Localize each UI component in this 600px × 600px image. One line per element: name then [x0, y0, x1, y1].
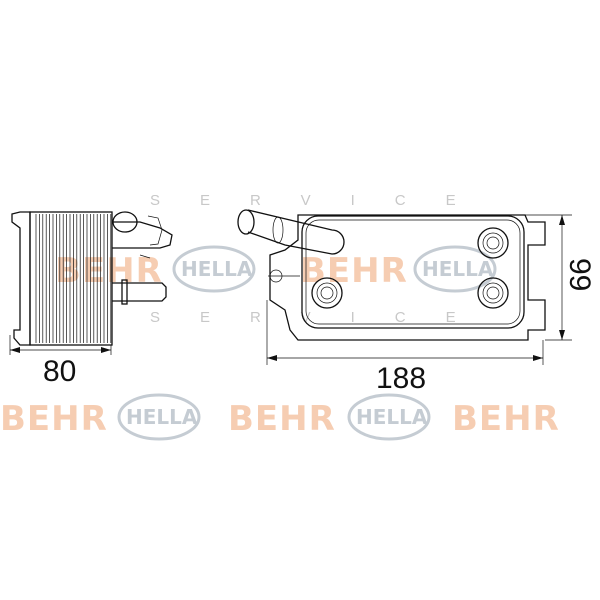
watermark: SERVICE SERVICE BEHR HELLA BEHR HELLA BE… — [0, 192, 560, 441]
dimension-width: 80 — [9, 335, 112, 388]
dimension-188-label: 188 — [376, 362, 426, 395]
watermark-hella: HELLA — [126, 405, 198, 429]
side-view — [11, 211, 173, 346]
port-holes — [311, 227, 509, 309]
watermark-hella: HELLA — [181, 257, 253, 281]
watermark-behr: BEHR — [55, 251, 163, 291]
dimension-length: 188 — [266, 300, 544, 395]
watermark-service: SERVICE — [150, 192, 496, 209]
dimension-height: 99 — [525, 214, 596, 341]
watermark-behr: BEHR — [228, 399, 336, 439]
watermark-hella: HELLA — [422, 257, 494, 281]
dimension-99-label: 99 — [563, 258, 596, 291]
watermark-behr: BEHR — [0, 399, 108, 439]
watermark-behr: BEHR — [452, 399, 560, 439]
watermark-service: SERVICE — [150, 309, 496, 326]
watermark-behr: BEHR — [300, 251, 408, 291]
dimension-80-label: 80 — [43, 355, 76, 388]
watermark-hella: HELLA — [356, 405, 428, 429]
top-view — [237, 209, 546, 341]
